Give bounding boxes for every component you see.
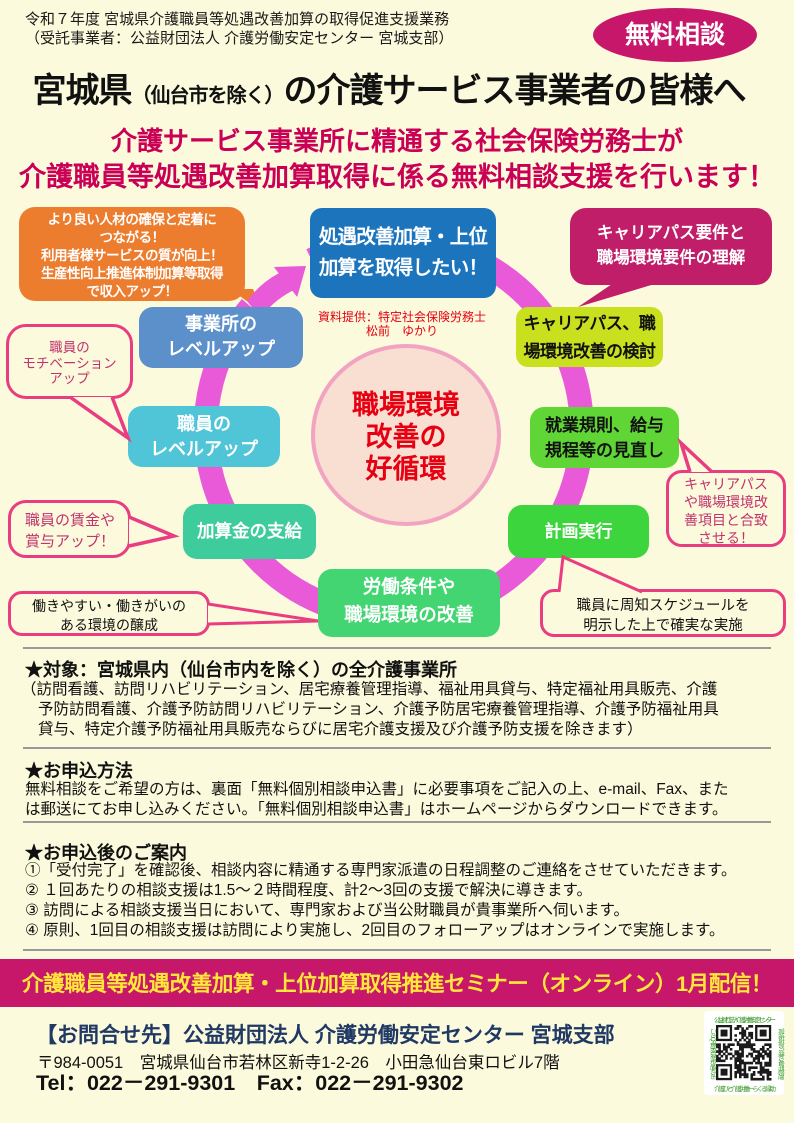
svg-text:公益財団法人 介護労働安定センター: 公益財団法人 介護労働安定センター [714,1015,776,1024]
svg-text:宮城支部 介護の雇用管理: 宮城支部 介護の雇用管理 [777,1028,785,1080]
svg-text:介護ひと 介護労働 一らくる縁助: 介護ひと 介護労働 一らくる縁助 [714,1084,777,1093]
svg-text:このQR勤務環境改善のお: このQR勤務環境改善のお [709,1028,717,1080]
